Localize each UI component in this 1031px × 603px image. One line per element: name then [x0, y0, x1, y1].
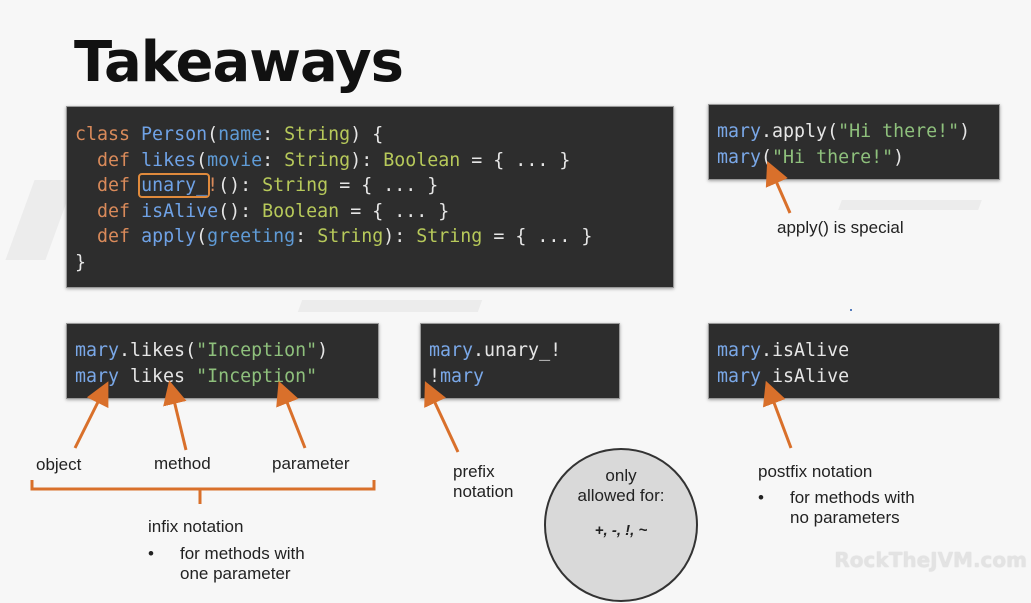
arrow-postfix: [762, 380, 793, 449]
arrow-prefix: [424, 381, 460, 453]
code-line: mary isAlive: [717, 365, 850, 387]
postfix-label: postfix notation: [758, 462, 873, 481]
code-line: def isAlive(): Boolean = { ... }: [97, 200, 450, 222]
postfix-bullet-text-1: for methods with: [790, 488, 915, 507]
circle-line-2: allowed for:: [577, 486, 665, 505]
watermark: RockTheJVM.com: [834, 548, 1027, 572]
code-line: def likes(movie: String): Boolean = { ..…: [97, 149, 571, 171]
infix-label: infix notation: [148, 517, 244, 536]
infix-bullet: •: [148, 544, 154, 563]
code-line: mary.apply("Hi there!"): [717, 121, 971, 142]
infix-bullet-text-1: for methods with: [180, 544, 305, 563]
slide-title: Takeaways: [74, 30, 404, 95]
apply-code-block: mary.apply("Hi there!") mary("Hi there!"…: [708, 104, 1000, 180]
apply-special-label: apply() is special: [777, 218, 904, 237]
allowed-operators-circle: only allowed for: +, -, !, ~: [544, 448, 698, 602]
code-line: !mary: [429, 365, 485, 387]
circle-line-1: only: [605, 466, 637, 485]
code-line: mary.likes("Inception"): [75, 340, 329, 361]
code-line: mary.isAlive: [717, 340, 850, 361]
prefix-code-block: mary.unary_! !mary: [420, 323, 620, 399]
code-line: mary("Hi there!"): [717, 146, 905, 168]
class-code-block: class Person(name: String) { def likes(m…: [66, 106, 674, 288]
postfix-code-block: mary.isAlive mary isAlive: [708, 323, 1000, 399]
method-label: method: [154, 454, 211, 473]
unary-highlight: unary_: [138, 173, 211, 198]
infix-brace: [30, 480, 376, 504]
prefix-label-2: notation: [453, 482, 514, 501]
object-label: object: [36, 455, 82, 474]
arrow-apply: [765, 161, 792, 214]
code-line: class Person(name: String) {: [75, 124, 384, 145]
infix-bullet-text-2: one parameter: [180, 564, 291, 583]
postfix-bullet-text-2: no parameters: [790, 508, 900, 527]
arrow-parameter: [276, 380, 307, 449]
code-line: }: [75, 251, 87, 273]
arrow-method: [163, 380, 188, 451]
circle-operators: +, -, !, ~: [594, 522, 648, 539]
infix-code-block: mary.likes("Inception") mary likes "Ince…: [66, 323, 379, 399]
code-line: def apply(greeting: String): String = { …: [97, 226, 593, 247]
arrow-object: [73, 381, 109, 449]
prefix-label-1: prefix: [453, 462, 495, 481]
code-line: def unary_!(): String = { ... }: [97, 173, 439, 198]
parameter-label: parameter: [272, 454, 350, 473]
code-line: mary.unary_!: [429, 340, 562, 361]
postfix-bullet: •: [758, 488, 764, 507]
